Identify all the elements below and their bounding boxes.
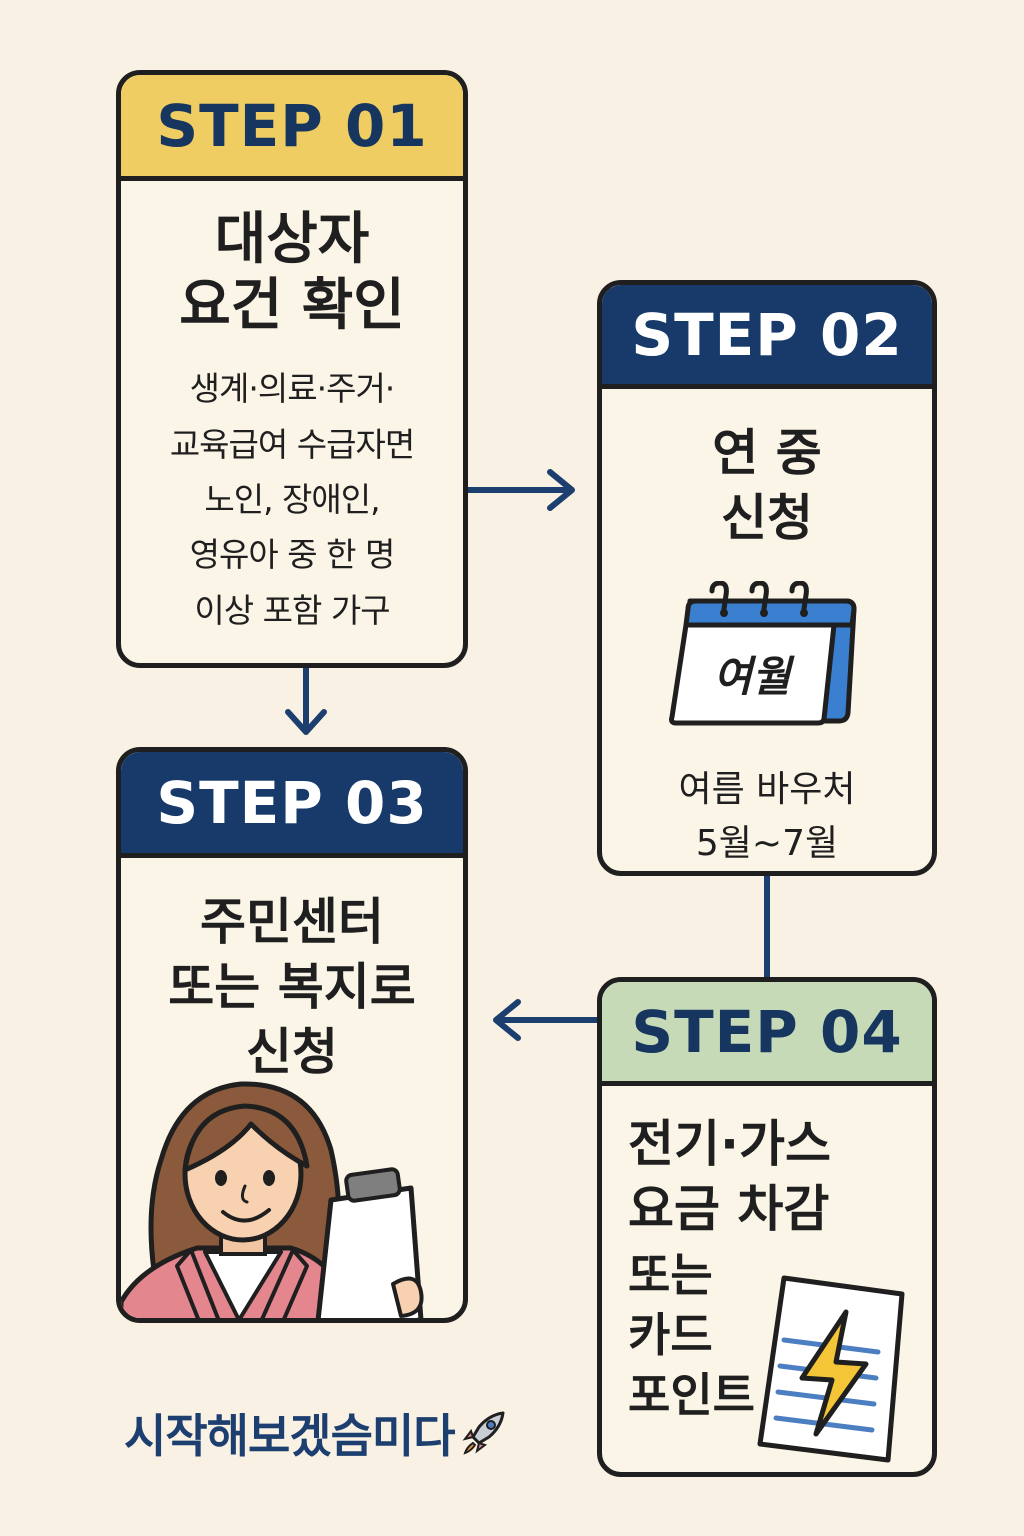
step-04-label: STEP 04 — [602, 982, 932, 1086]
step-04-title-line: 전기·가스 — [628, 1115, 831, 1173]
step-02-card: STEP 02 연 중 신청 여월 여름 바우처 5월~7월 — [597, 280, 937, 876]
arrow-step1-to-step3 — [285, 664, 327, 735]
staff-woman-icon — [121, 1081, 424, 1318]
arrow-step1-to-step2 — [466, 469, 575, 511]
step-03-title: 주민센터 또는 복지로 신청 — [121, 890, 463, 1085]
step-01-desc-line: 노인, 장애인, — [204, 480, 380, 520]
step-01-desc-line: 생계·의료·주거· — [189, 369, 396, 409]
step-01-desc-line: 영유아 중 한 명 — [189, 535, 396, 575]
step-01-desc-line: 이상 포함 가구 — [194, 590, 390, 630]
step-03-title-line: 또는 복지로 — [168, 958, 416, 1016]
calendar-icon: 여월 — [668, 581, 858, 731]
rocket-icon — [462, 1411, 505, 1455]
step-02-label: STEP 02 — [602, 285, 932, 389]
step-03-card: STEP 03 주민센터 또는 복지로 신청 — [116, 747, 468, 1323]
step-01-title: 대상자 요건 확인 — [121, 207, 463, 339]
step-02-desc-line: 5월~7월 — [695, 823, 839, 864]
step-03-title-line: 주민센터 — [200, 893, 384, 951]
step-02-desc-line: 여름 바우처 — [678, 769, 856, 810]
connector-step2-to-step4 — [764, 874, 770, 980]
step-04-title-line: 요금 차감 — [628, 1180, 830, 1238]
step-04-title: 전기·가스 요금 차감 — [602, 1112, 932, 1242]
footer-tagline: 시작해보겠슴미다 — [124, 1400, 507, 1466]
step-02-description: 여름 바우처 5월~7월 — [602, 763, 932, 871]
step-01-description: 생계·의료·주거· 교육급여 수급자면 노인, 장애인, 영유아 중 한 명 이… — [121, 361, 463, 638]
step-01-desc-line: 교육급여 수급자면 — [169, 424, 415, 464]
step-01-title-line: 대상자 — [214, 207, 370, 272]
arrow-step4-to-step3 — [493, 999, 600, 1041]
step-02-title: 연 중 신청 — [602, 421, 932, 551]
step-04-card: STEP 04 전기·가스 요금 차감 또는 카드 포인트 — [597, 977, 937, 1477]
step-02-title-line: 신청 — [721, 489, 813, 547]
footer-text: 시작해보겠슴미다 — [124, 1409, 456, 1463]
step-02-title-line: 연 중 — [712, 424, 822, 482]
step-04-subtext: 또는 카드 포인트 — [602, 1246, 932, 1425]
step-03-title-line: 신청 — [246, 1023, 338, 1081]
step-04-sub-line: 포인트 — [628, 1367, 755, 1422]
step-04-sub-line: 카드 — [628, 1307, 713, 1362]
step-01-label: STEP 01 — [121, 75, 463, 181]
step-01-card: STEP 01 대상자 요건 확인 생계·의료·주거· 교육급여 수급자면 노인… — [116, 70, 468, 668]
calendar-label: 여월 — [713, 652, 791, 701]
step-04-sub-line: 또는 — [628, 1248, 713, 1302]
electric-bill-icon — [757, 1275, 905, 1463]
step-03-label: STEP 03 — [121, 752, 463, 858]
step-01-title-line: 요건 확인 — [179, 273, 405, 339]
